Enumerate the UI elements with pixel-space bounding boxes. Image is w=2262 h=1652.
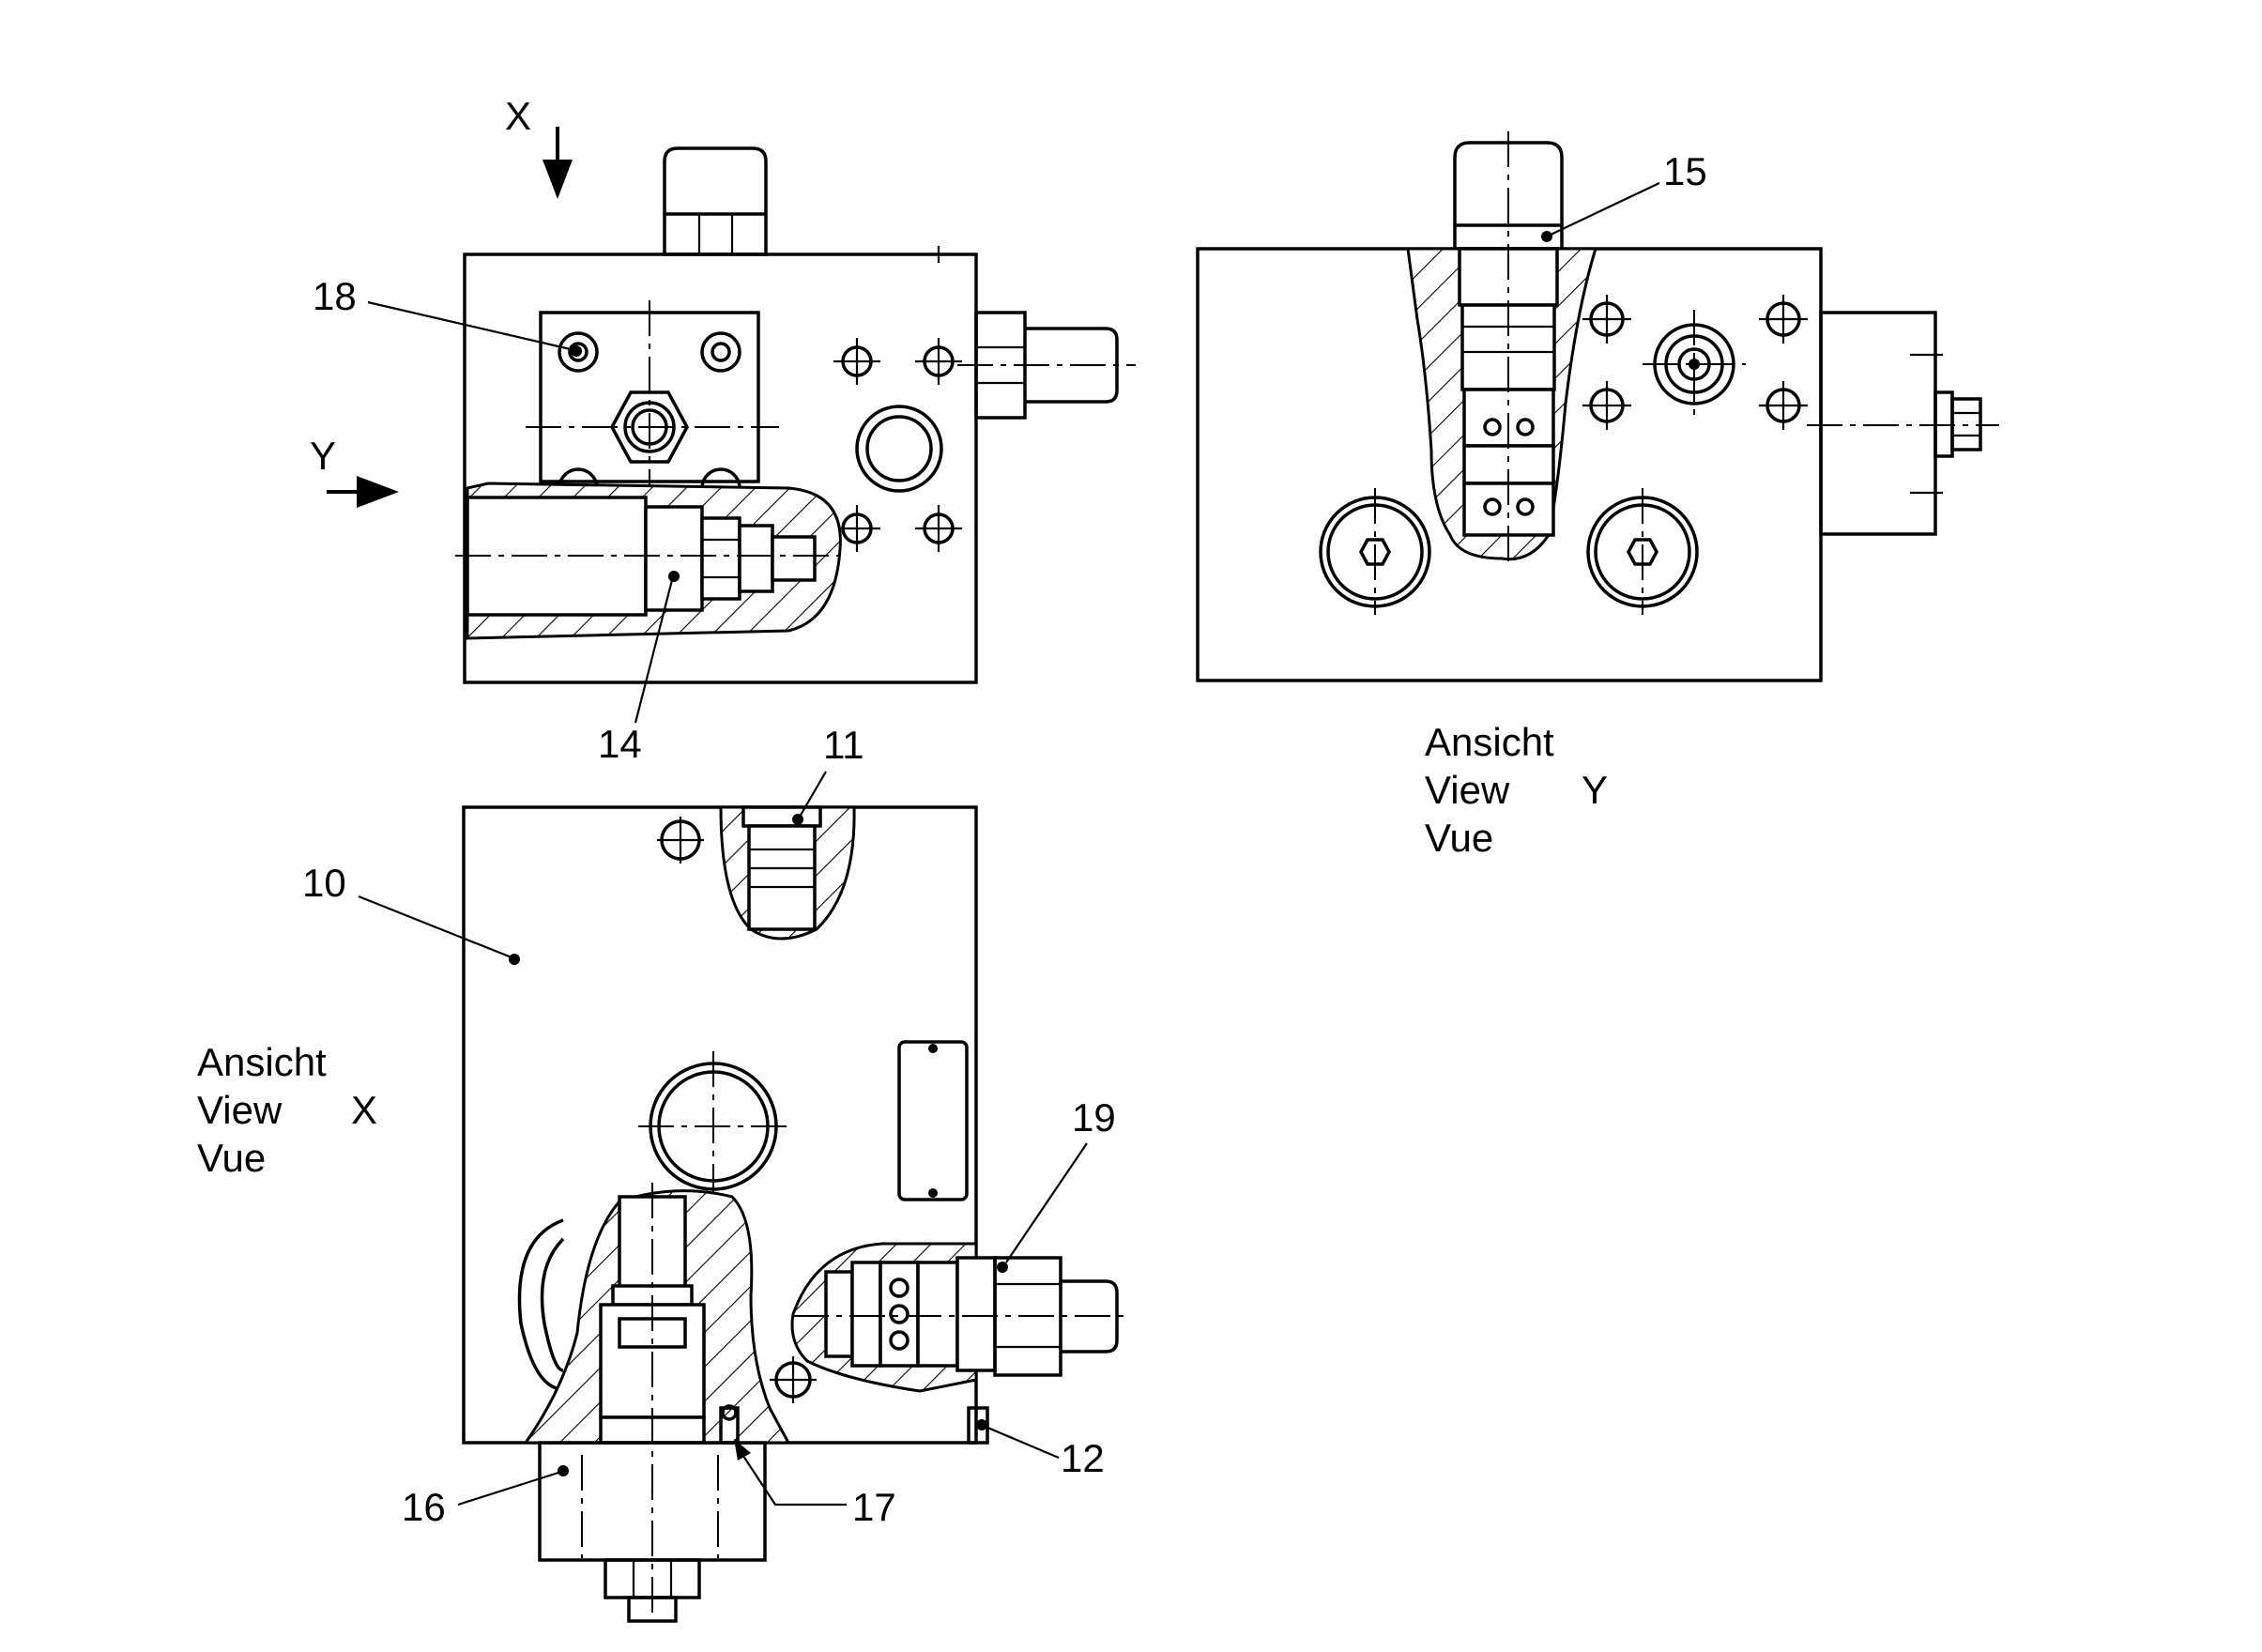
view-y-ports <box>1582 295 1808 430</box>
part-number-19: 19 <box>1072 1095 1116 1140</box>
front-section-cutaway <box>455 482 842 640</box>
leader-lines <box>358 182 1660 1507</box>
view-x-caption-line2: View <box>197 1088 283 1132</box>
view-y-caption-line2: View <box>1425 768 1510 812</box>
view-x-bottom-cutaway <box>517 1183 791 1614</box>
view-y <box>1196 131 1999 682</box>
view-x-right-cutaway <box>770 1242 1131 1403</box>
view-y-cutaway <box>1406 131 1598 563</box>
front-view-ports <box>833 338 962 552</box>
view-x-top-cutaway <box>657 805 856 941</box>
side-actuator <box>1819 311 1937 536</box>
view-x-marker-label: X <box>505 94 531 138</box>
view-x-bottom-fitting <box>538 1441 767 1623</box>
plate-bolts <box>558 331 741 489</box>
view-x-caption-letter: X <box>351 1088 377 1132</box>
view-y-marker-label: Y <box>310 434 336 478</box>
top-cap <box>663 146 768 256</box>
part-number-10: 10 <box>302 861 346 905</box>
view-y-caption-line3: Vue <box>1425 816 1493 860</box>
view-x-caption-line3: Vue <box>197 1136 266 1180</box>
right-fitting <box>957 311 1136 420</box>
view-y-marker: Y <box>310 434 399 508</box>
view-x-caption: Ansicht View X Vue <box>197 1040 377 1180</box>
view-y-caption-letter: Y <box>1582 768 1608 812</box>
small-screw <box>719 1404 740 1445</box>
part-number-14: 14 <box>598 722 642 766</box>
part-number-15: 15 <box>1663 149 1707 193</box>
view-x-marker: X <box>505 94 573 199</box>
view-y-plugs <box>1319 488 1699 615</box>
nameplate <box>897 1040 969 1201</box>
small-plug-12 <box>967 1406 989 1445</box>
part-number-11: 11 <box>823 723 864 767</box>
view-y-caption: Ansicht View Y Vue <box>1425 720 1608 860</box>
part-number-18: 18 <box>313 274 357 318</box>
view-x-caption-line1: Ansicht <box>197 1040 327 1084</box>
plate-hex-nut <box>610 390 689 464</box>
part-number-16: 16 <box>402 1485 446 1529</box>
part-number-17: 17 <box>852 1485 896 1529</box>
part-number-12: 12 <box>1061 1436 1105 1480</box>
front-view-block <box>463 252 978 684</box>
view-y-caption-line1: Ansicht <box>1425 720 1554 764</box>
view-x <box>462 805 1131 1623</box>
front-view <box>455 146 1136 684</box>
